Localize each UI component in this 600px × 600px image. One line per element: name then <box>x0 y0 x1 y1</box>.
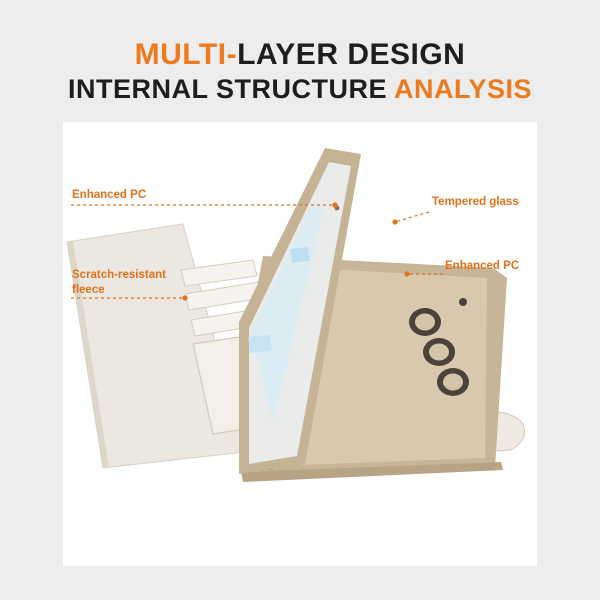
callout-enhanced-pc-left: Enhanced PC <box>72 189 147 201</box>
title-accent-multi: MULTI- <box>134 38 238 71</box>
glass-sticker-1 <box>290 246 310 264</box>
leader-dot-3 <box>182 295 188 301</box>
leader-tempered-glass <box>394 211 430 223</box>
camera-ring-2 <box>429 343 449 361</box>
card-slot-1 <box>180 259 258 287</box>
title-internal-structure: INTERNAL STRUCTURE <box>67 74 394 104</box>
glass-sticker-3 <box>270 357 288 371</box>
glass-sticker-2 <box>248 334 272 354</box>
leader-dot-4 <box>404 271 410 277</box>
flash-hole <box>459 298 467 306</box>
callout-scratch-line-2: fleece <box>72 284 105 296</box>
title-line-1: MULTI-LAYER DESIGN <box>0 38 600 72</box>
title-layer-design: LAYER DESIGN <box>237 38 466 71</box>
camera-ring-1 <box>415 313 435 331</box>
title-line-2: INTERNAL STRUCTURE ANALYSIS <box>0 74 600 105</box>
camera-ring-3 <box>443 373 463 391</box>
callout-enhanced-pc-right: Enhanced PC <box>445 260 520 272</box>
phone-case-illustration <box>66 148 525 482</box>
leader-dot-2 <box>392 219 398 225</box>
callout-scratch-line-1: Scratch-resistant <box>72 269 166 281</box>
hinge-bar <box>241 462 503 482</box>
title-accent-analysis: ANALYSIS <box>393 74 533 104</box>
callout-tempered-glass: Tempered glass <box>432 196 519 208</box>
leader-dot-1 <box>332 202 338 208</box>
